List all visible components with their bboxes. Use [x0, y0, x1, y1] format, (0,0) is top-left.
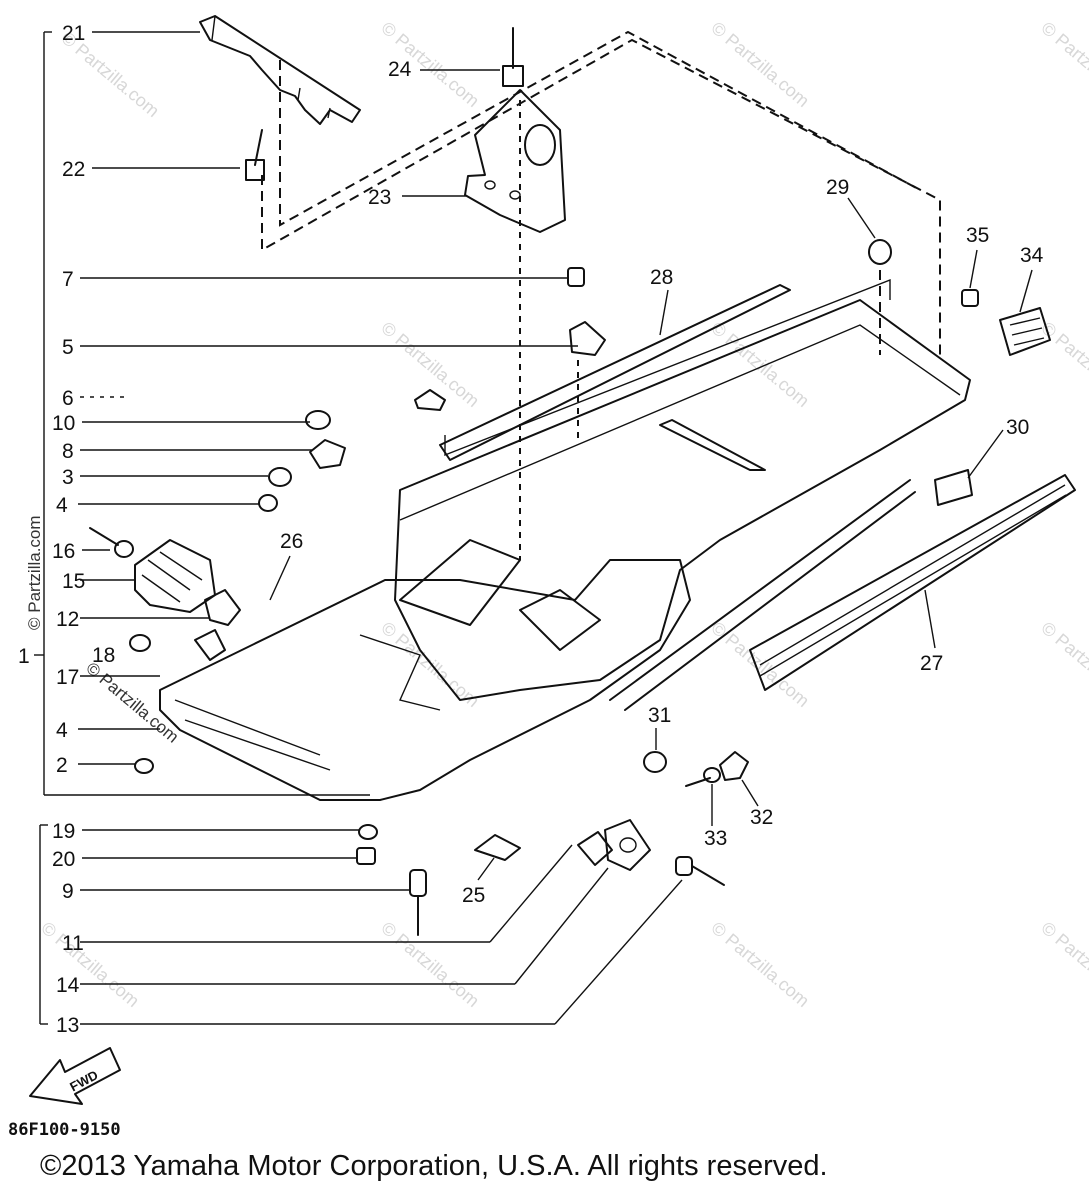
watermark: © Partzilla.com — [707, 918, 813, 1011]
part-20-nut — [356, 847, 376, 865]
left-bracket — [34, 31, 370, 1025]
leader-lines — [78, 31, 683, 1025]
part-13-bolt — [675, 856, 725, 886]
watermark: © Partzilla.com — [1037, 918, 1089, 1011]
label-18: 18 — [92, 644, 115, 667]
part-27-strip — [749, 474, 1076, 691]
label-2: 2 — [56, 754, 68, 777]
callout-labels: 24 23 29 28 35 34 30 26 27 31 32 33 25 — [269, 58, 1044, 907]
callout-25: 25 — [462, 884, 485, 907]
diagram-code: 86F100-9150 — [8, 1120, 121, 1140]
frame-body — [159, 278, 971, 801]
label-12: 12 — [56, 608, 79, 631]
part-33-bolt — [685, 767, 721, 787]
part-19-nut — [358, 824, 378, 840]
label-8: 8 — [62, 440, 74, 463]
copyright-notice: ©2013 Yamaha Motor Corporation, U.S.A. A… — [40, 1150, 828, 1182]
label-1: 1 — [18, 645, 30, 668]
callout-33: 33 — [704, 827, 727, 850]
label-10: 10 — [52, 412, 75, 435]
part-6-bracket — [414, 389, 446, 411]
label-14: 14 — [56, 974, 80, 997]
label-4: 4 — [56, 719, 68, 742]
dashed-outline — [261, 30, 941, 560]
label-21: 21 — [62, 22, 85, 45]
callout-27: 27 — [920, 652, 943, 675]
part-24-bolt — [502, 27, 524, 87]
label-16: 16 — [52, 540, 75, 563]
watermark: © Partzilla.com — [1037, 18, 1089, 111]
watermark: © Partzilla.com — [377, 318, 483, 411]
part-5-bracket — [569, 321, 606, 356]
watermark: © Partzilla.com — [25, 515, 44, 630]
watermark: © Partzilla.com — [707, 18, 813, 111]
label-19: 19 — [52, 820, 75, 843]
callout-34: 34 — [1020, 244, 1044, 267]
callout-23: 23 — [368, 186, 391, 209]
part-21-bracket — [199, 15, 361, 125]
part-18-nut — [129, 634, 151, 652]
watermark: © Partzilla.com — [37, 918, 143, 1011]
part-16-bolt — [89, 527, 134, 558]
part-35-nut — [961, 289, 979, 307]
callout-28: 28 — [650, 266, 673, 289]
callout-29: 29 — [826, 176, 849, 199]
part-28-rail — [439, 284, 791, 461]
part-34-plate — [999, 307, 1051, 356]
part-2-nut — [134, 758, 154, 774]
part-9-rivet — [409, 869, 427, 936]
label-17: 17 — [56, 666, 79, 689]
part-15-boot — [134, 539, 216, 613]
left-column-labels: 1 21 22 7 5 6 10 8 3 4 16 15 12 18 17 4 … — [18, 22, 115, 1037]
label-4: 4 — [56, 494, 68, 517]
callout-35: 35 — [966, 224, 989, 247]
label-11: 11 — [62, 932, 84, 955]
watermark: © Partzilla.com — [377, 918, 483, 1011]
part-8-plate — [309, 439, 346, 469]
part-11-bracket — [577, 831, 613, 866]
watermark: © Partzilla.com — [1037, 318, 1089, 411]
label-5: 5 — [62, 336, 74, 359]
fwd-arrow-icon: FWD — [29, 1047, 121, 1105]
label-3: 3 — [62, 466, 74, 489]
part-22-bolt — [245, 129, 265, 181]
part-30-pad — [934, 469, 973, 506]
watermark: © Partzilla.com — [82, 659, 182, 747]
label-15: 15 — [62, 570, 85, 593]
part-14-plate — [604, 819, 651, 871]
callout-30: 30 — [1006, 416, 1029, 439]
label-22: 22 — [62, 158, 85, 181]
part-29-cap — [868, 239, 892, 265]
part-4-bushing — [258, 494, 278, 512]
callout-24: 24 — [388, 58, 412, 81]
part-32-bracket — [719, 751, 749, 781]
part-31-cap — [643, 751, 667, 773]
part-10-nut — [305, 410, 331, 430]
callout-32: 32 — [750, 806, 773, 829]
part-7-nut — [567, 267, 585, 287]
label-9: 9 — [62, 880, 74, 903]
part-25-clip — [474, 834, 521, 861]
part-12-bracket — [194, 589, 241, 661]
callout-31: 31 — [648, 704, 671, 727]
part-23-mount — [464, 89, 566, 233]
callout-26: 26 — [280, 530, 303, 553]
watermark: © Partzilla.com — [1037, 618, 1089, 711]
label-20: 20 — [52, 848, 75, 871]
label-13: 13 — [56, 1014, 79, 1037]
part-3-bushing — [268, 467, 292, 487]
label-7: 7 — [62, 268, 74, 291]
label-6: 6 — [62, 387, 74, 410]
